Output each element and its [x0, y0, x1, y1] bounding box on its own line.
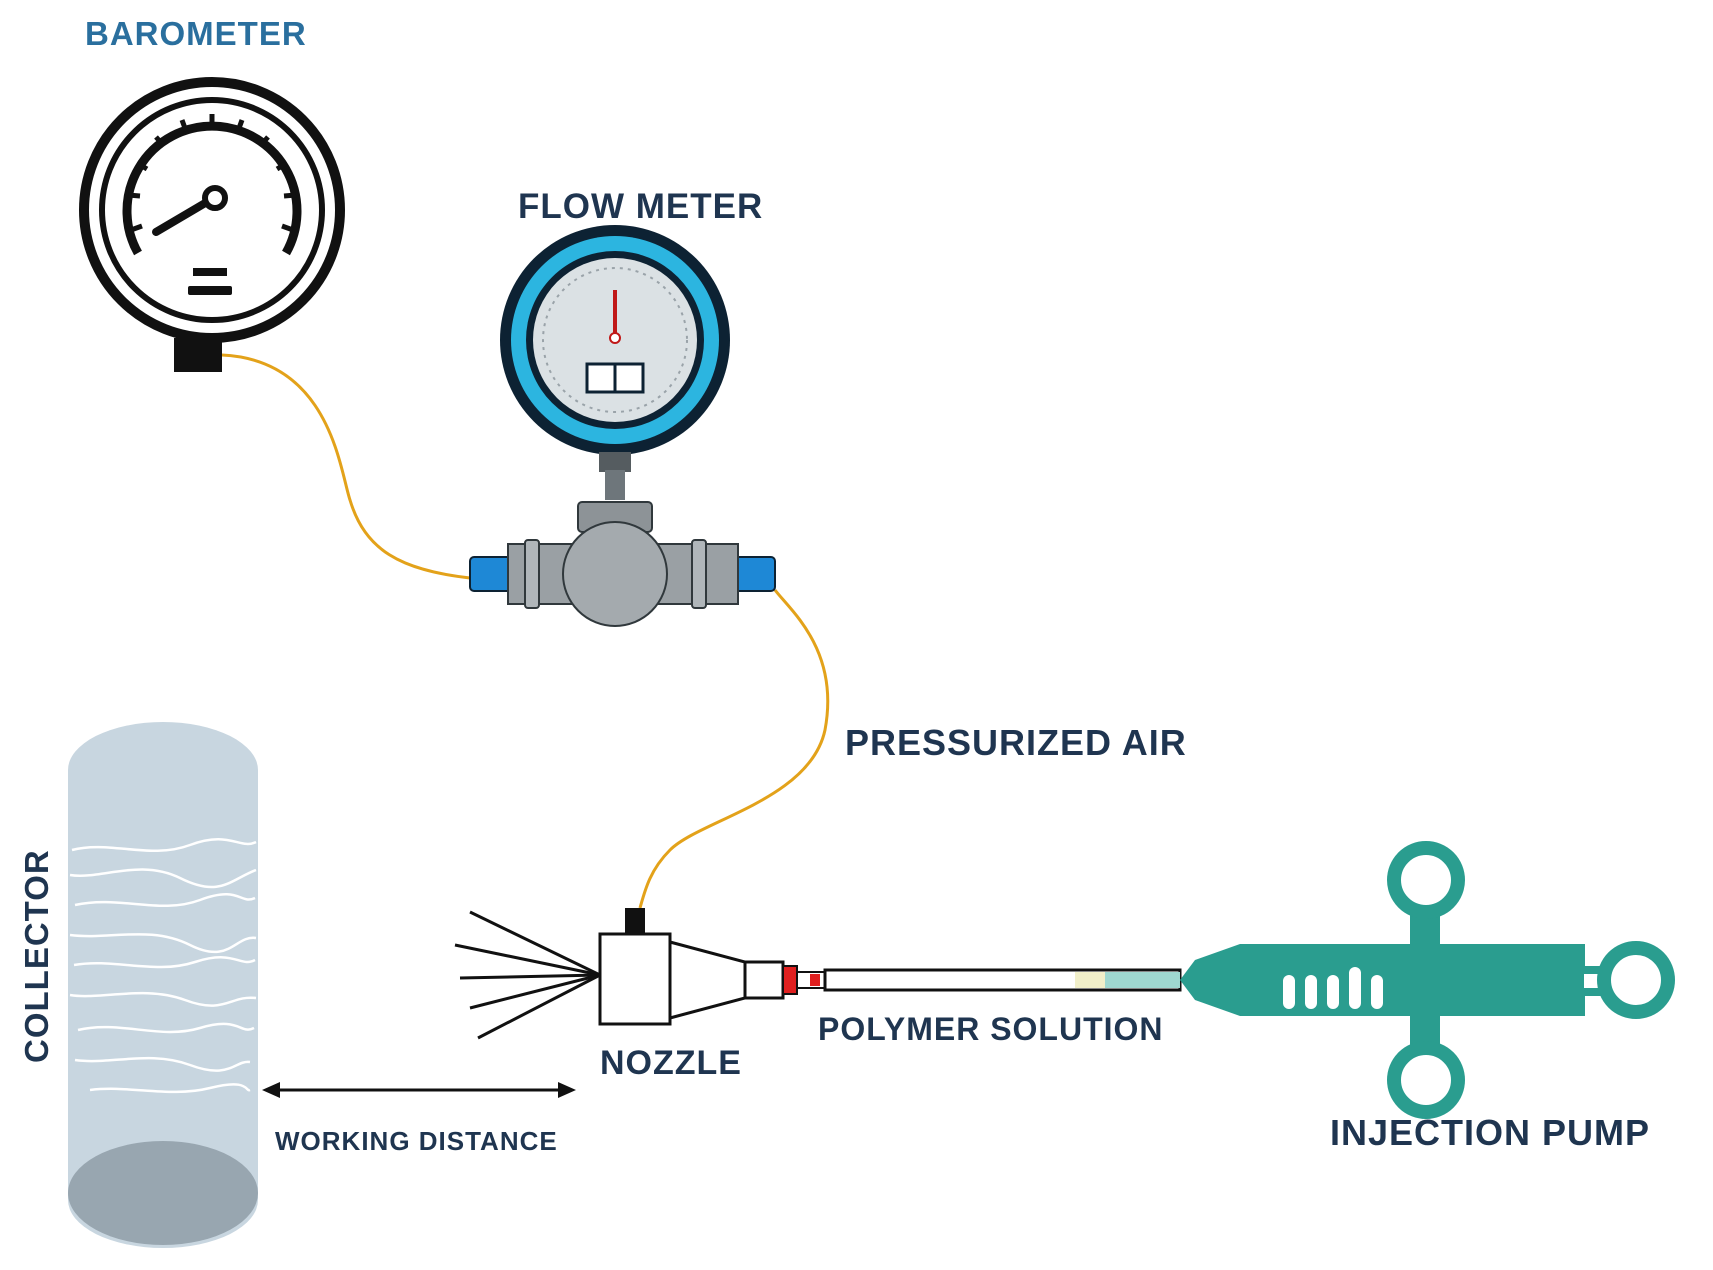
air-line-fitting-to-nozzle	[638, 589, 830, 909]
barometer-label: BAROMETER	[85, 15, 307, 52]
pressurized-air-label: PRESSURIZED AIR	[845, 722, 1187, 763]
injection-pump-label: INJECTION PUMP	[1330, 1112, 1650, 1153]
flow-meter-icon	[500, 225, 730, 500]
polymer-solution-label: POLYMER SOLUTION	[818, 1011, 1164, 1047]
collector-drum-icon	[68, 722, 258, 1248]
nozzle-icon	[454, 908, 826, 1040]
working-distance-label: WORKING DISTANCE	[275, 1126, 558, 1156]
polymer-tube	[823, 968, 1182, 992]
flow-meter-label: FLOW METER	[518, 187, 763, 226]
barometer-gauge-icon	[79, 77, 345, 372]
double-arrow-icon	[262, 1082, 576, 1098]
collector-label: COLLECTOR	[18, 849, 55, 1063]
pipe-fitting-icon	[469, 501, 776, 627]
air-line-barometer-to-fitting	[221, 353, 471, 580]
nozzle-label: NOZZLE	[600, 1044, 742, 1082]
syringe-icon	[1180, 841, 1675, 1119]
